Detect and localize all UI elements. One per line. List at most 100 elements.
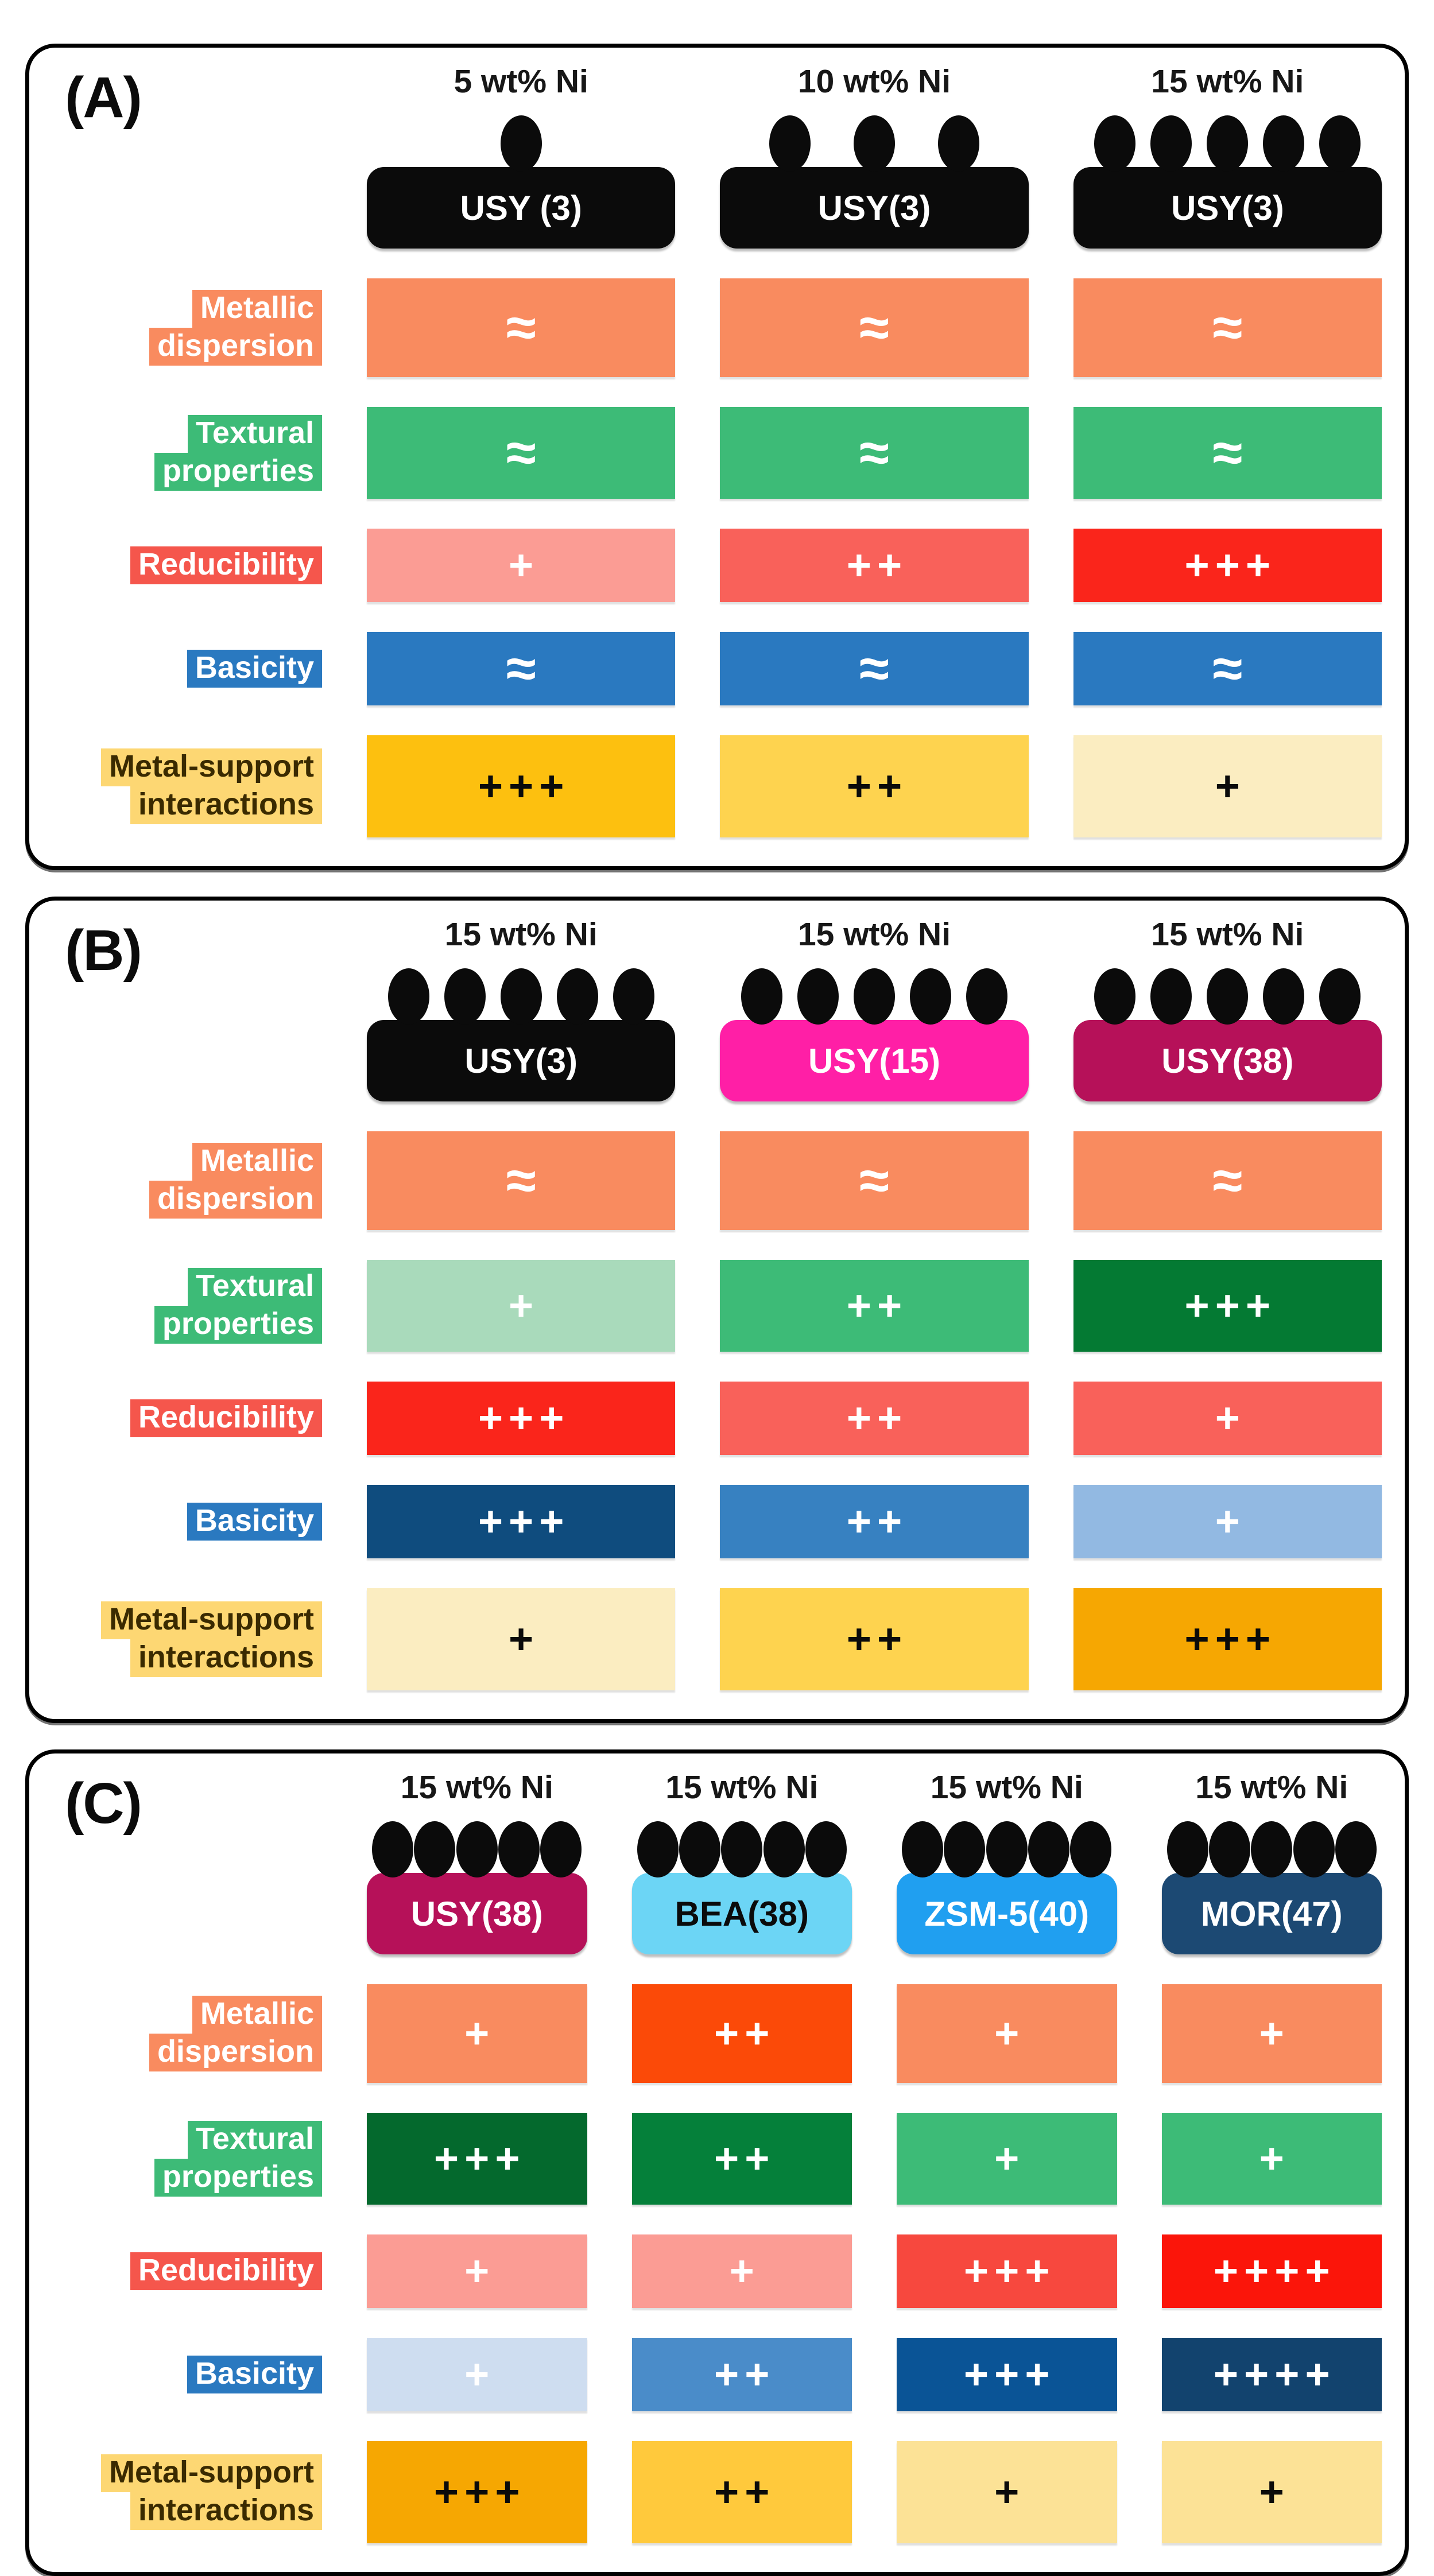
row-label-basicity: Basicity <box>52 632 322 705</box>
cell-metallic-dispersion-col4: + <box>1161 1984 1382 2083</box>
cell-metallic-dispersion-col2: ≈ <box>720 1131 1029 1230</box>
cell-reducibility-col1: + <box>367 529 676 602</box>
row-label-line: properties <box>154 1306 322 1344</box>
support-bar: USY(3) <box>720 167 1029 249</box>
cell-reducibility-col3: + <box>1073 1382 1382 1455</box>
panel-label-C: (C) <box>65 1771 142 1836</box>
cell-metal-support-interactions-col3: +++ <box>1073 1588 1382 1690</box>
cell-basicity-col2: ≈ <box>720 632 1029 705</box>
row-label-basicity: Basicity <box>52 2338 322 2411</box>
ni-loading-label: 5 wt% Ni <box>454 63 588 100</box>
row-label-line: dispersion <box>149 328 322 366</box>
ni-particle-dot <box>372 1821 414 1877</box>
row-label-line: Reducibility <box>130 1399 322 1438</box>
ni-loading-label: 15 wt% Ni <box>400 1769 553 1806</box>
ni-particle-dots <box>726 115 1022 172</box>
row-label-line: interactions <box>130 786 322 825</box>
row-label-line: Textural <box>187 1267 322 1306</box>
ni-particle-dot <box>1319 968 1361 1025</box>
ni-particle-dot <box>456 1821 498 1877</box>
ni-particle-dot <box>1207 968 1249 1025</box>
column-header-1: 15 wt% Ni USY(38) <box>367 1768 587 1954</box>
row-label-line: Basicity <box>187 649 322 688</box>
row-label-line: Metallic <box>192 1995 322 2034</box>
ni-particle-dot <box>556 968 598 1025</box>
ni-particle-dot <box>1094 968 1136 1025</box>
row-label-line: Metal-support <box>101 748 322 786</box>
support-bar: BEA(38) <box>631 1873 852 1954</box>
ni-particle-dot <box>500 115 542 172</box>
ni-particle-dots <box>1079 115 1375 172</box>
ni-particle-dot <box>414 1821 456 1877</box>
cell-metal-support-interactions-col3: + <box>1073 735 1382 837</box>
row-label-line: Metallic <box>192 289 322 328</box>
cell-metal-support-interactions-col2: ++ <box>631 2441 852 2543</box>
ni-particle-dot <box>902 1821 944 1877</box>
cell-metallic-dispersion-col2: ≈ <box>720 278 1029 377</box>
ni-particle-dot <box>1263 115 1305 172</box>
ni-particle-dot <box>1251 1821 1293 1877</box>
ni-particle-dot <box>1166 1821 1208 1877</box>
cell-textural-properties-col1: +++ <box>367 2113 587 2205</box>
row-label-line: properties <box>154 453 322 491</box>
cell-basicity-col4: ++++ <box>1161 2338 1382 2411</box>
cell-metallic-dispersion-col1: ≈ <box>367 1131 676 1230</box>
cell-metallic-dispersion-col3: ≈ <box>1073 278 1382 377</box>
row-label-line: Metal-support <box>101 2454 322 2492</box>
ni-particle-dot <box>1319 115 1361 172</box>
ni-particle-dots <box>636 1821 847 1877</box>
support-bar: MOR(47) <box>1161 1873 1382 1954</box>
cell-metal-support-interactions-col3: + <box>897 2441 1117 2543</box>
support-bar: USY(38) <box>367 1873 587 1954</box>
cell-basicity-col3: +++ <box>897 2338 1117 2411</box>
ni-particle-dot <box>498 1821 540 1877</box>
ni-particle-dot <box>444 968 486 1025</box>
row-label-line: properties <box>154 2159 322 2197</box>
ni-particle-dot <box>853 115 895 172</box>
ni-particle-dot <box>679 1821 720 1877</box>
ni-particle-dot <box>500 968 542 1025</box>
cell-basicity-col3: ≈ <box>1073 632 1382 705</box>
ni-loading-label: 15 wt% Ni <box>930 1769 1083 1806</box>
ni-particle-dots <box>726 968 1022 1025</box>
ni-particle-dot <box>1094 115 1136 172</box>
support-bar: USY (3) <box>367 167 676 249</box>
column-header-1: 5 wt% Ni USY (3) <box>367 63 676 249</box>
ni-particle-dot <box>966 968 1007 1025</box>
row-label-basicity: Basicity <box>52 1485 322 1558</box>
row-label-line: Textural <box>187 2120 322 2159</box>
cell-textural-properties-col4: + <box>1161 2113 1382 2205</box>
cell-basicity-col2: ++ <box>720 1485 1029 1558</box>
cell-reducibility-col2: ++ <box>720 529 1029 602</box>
ni-particle-dot <box>387 968 429 1025</box>
cell-basicity-col3: + <box>1073 1485 1382 1558</box>
cell-metal-support-interactions-col4: + <box>1161 2441 1382 2543</box>
row-label-reducibility: Reducibility <box>52 1382 322 1455</box>
ni-particle-dot <box>637 1821 679 1877</box>
cell-reducibility-col1: +++ <box>367 1382 676 1455</box>
support-bar: ZSM-5(40) <box>897 1873 1117 1954</box>
row-label-line: interactions <box>130 2492 322 2531</box>
support-bar: USY(3) <box>367 1020 676 1101</box>
panel-grid: 15 wt% Ni USY(38) 15 wt% Ni BEA(38) 15 wt% N… <box>52 1768 1382 2543</box>
ni-particle-dot <box>1208 1821 1250 1877</box>
cell-metallic-dispersion-col3: ≈ <box>1073 1131 1382 1230</box>
ni-particle-dot <box>1070 1821 1112 1877</box>
ni-particle-dot <box>937 115 979 172</box>
ni-particle-dot <box>853 968 895 1025</box>
row-label-line: Reducibility <box>130 546 322 585</box>
support-bar: USY(3) <box>1073 167 1382 249</box>
ni-particle-dot <box>1150 968 1192 1025</box>
cell-textural-properties-col1: + <box>367 1260 676 1352</box>
